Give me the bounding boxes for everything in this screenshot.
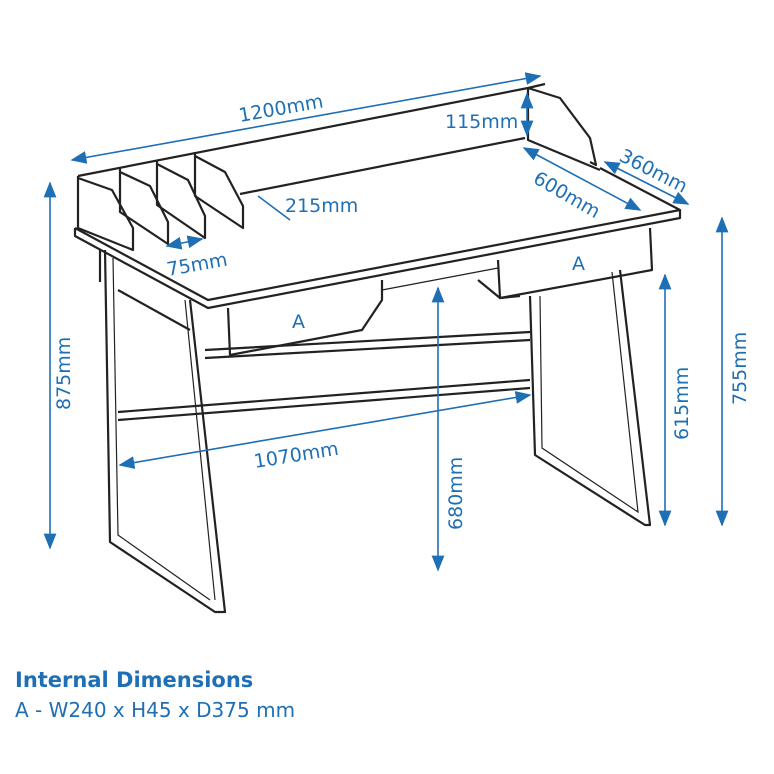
drawer-label-right: A: [572, 253, 585, 275]
desk-height-label: 755mm: [729, 332, 751, 405]
dimension-labels: 1200mm 115mm 360mm 600mm 215mm 75mm 875m…: [53, 90, 751, 530]
width-arrow: [70, 72, 542, 164]
drawer-label-left: A: [292, 311, 305, 333]
hutch-top-leader: [257, 195, 291, 221]
divider-gap-label: 75mm: [165, 249, 229, 281]
knee-clearance-label: 680mm: [445, 457, 467, 530]
internal-dimensions-title: Internal Dimensions: [15, 668, 254, 692]
leg-span-arrow: [118, 391, 532, 469]
desk-outline: [73, 82, 682, 614]
leg-span-label: 1070mm: [252, 438, 340, 473]
hutch-height-label: 115mm: [445, 111, 518, 133]
hutch-depth-label: 360mm: [616, 145, 691, 198]
drawer-clearance-label: 615mm: [671, 367, 693, 440]
dimension-lines: [43, 72, 729, 572]
internal-dimensions-line: A - W240 x H45 x D375 mm: [15, 698, 296, 722]
desk-depth-arrow: [522, 147, 642, 211]
total-height-label: 875mm: [53, 337, 75, 410]
width-label: 1200mm: [237, 90, 325, 126]
hutch-top-label: 215mm: [285, 195, 358, 217]
desk-depth-label: 600mm: [530, 167, 604, 223]
divider-gap-arrow: [165, 235, 204, 250]
